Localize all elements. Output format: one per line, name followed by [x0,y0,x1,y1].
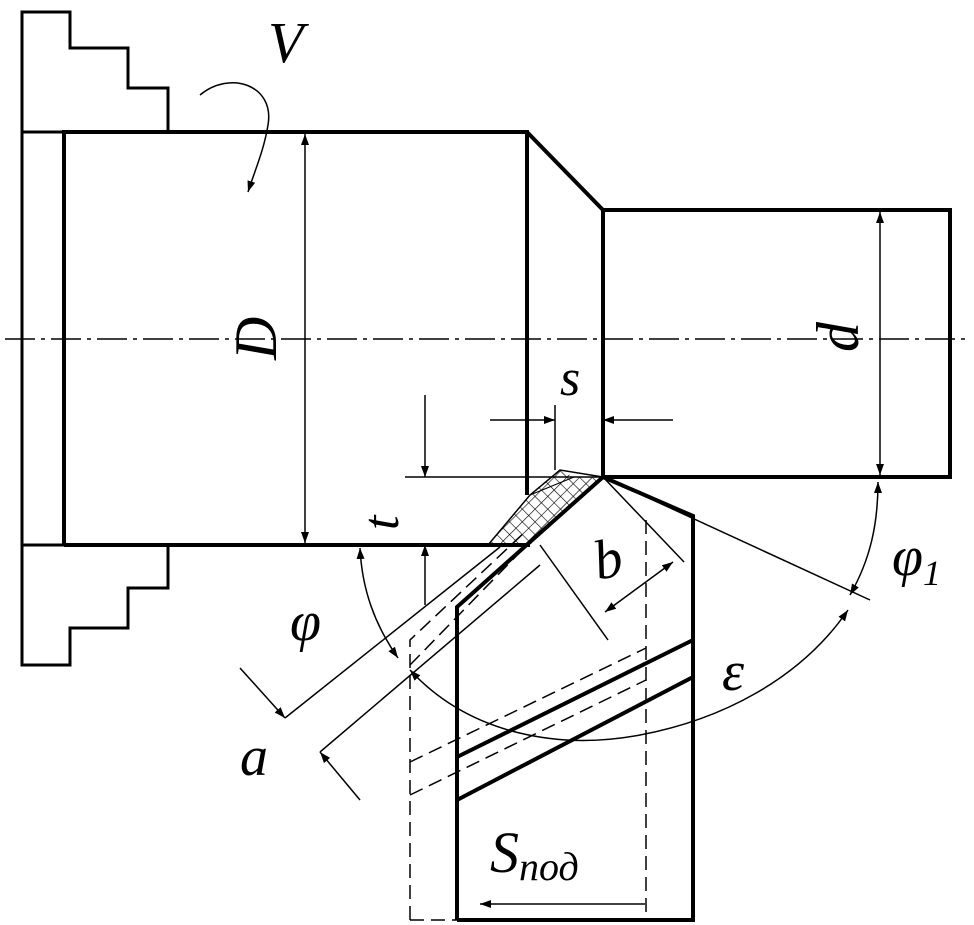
label-S: Sпод [490,820,579,889]
label-phi1: φ1 [892,526,941,593]
workpiece-small-cylinder [601,208,952,479]
chuck-jaw-bottom [20,545,170,667]
label-D: D [223,317,289,361]
label-d: d [805,321,871,352]
label-phi1-sub: 1 [923,553,941,593]
dimension-s [490,405,673,470]
angle-phi1 [849,481,882,596]
chuck-jaw-top [20,10,170,132]
label-t: t [353,514,410,530]
label-S-sub: под [519,844,579,889]
label-a: a [240,726,268,788]
label-V: V [268,10,310,75]
dimension-t [405,395,603,605]
tool-insert-line-2 [456,675,694,802]
label-b: b [588,526,628,592]
label-s: s [560,350,580,407]
label-S-main: S [490,820,519,885]
angle-epsilon [409,476,871,742]
workpiece-chamfer [525,130,605,212]
label-phi: φ [290,591,321,653]
label-phi1-main: φ [892,526,923,588]
label-epsilon: ε [722,641,745,703]
angle-phi [356,547,399,659]
chip-section [487,469,604,546]
dimension-a [239,546,541,801]
rotation-arrow-V [199,82,270,193]
